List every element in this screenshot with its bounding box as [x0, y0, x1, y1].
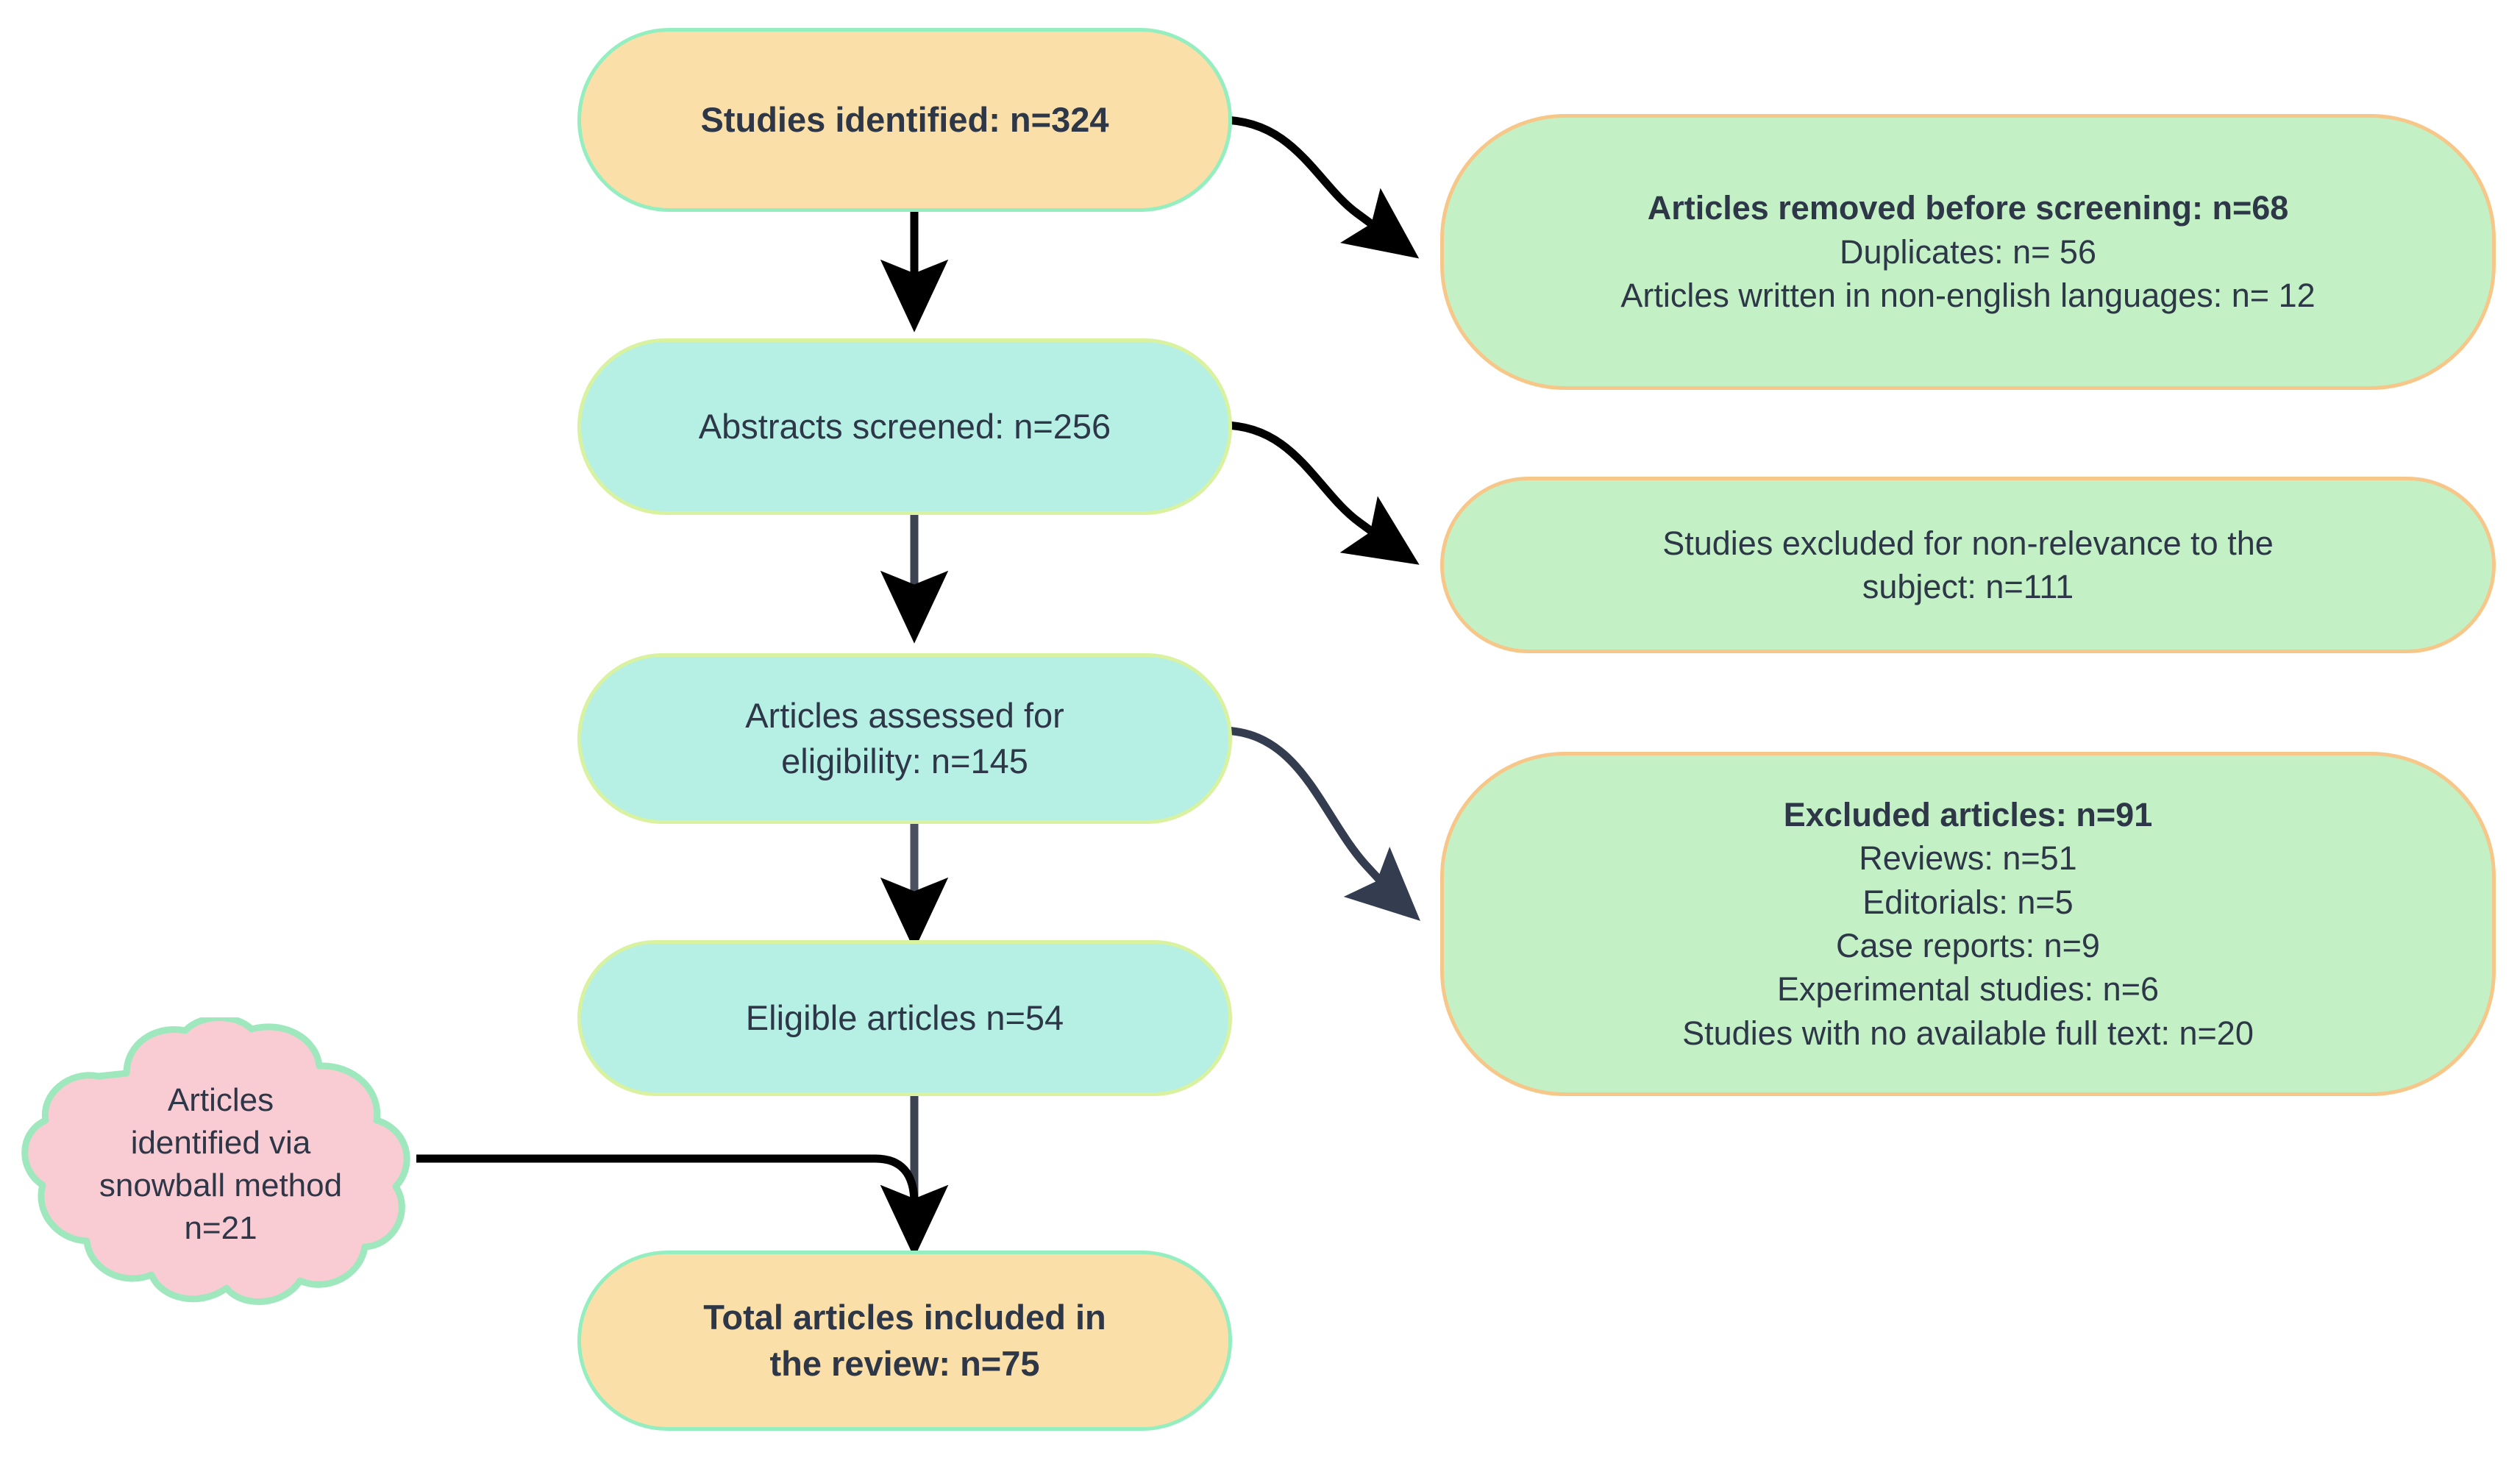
- node-articles-removed-heading: Articles removed before screening: n=68: [1647, 189, 2289, 227]
- node-excluded-articles-line-2: Editorials: n=5: [1862, 883, 2074, 921]
- edge-identified-to-removed: [1217, 115, 1420, 259]
- node-snowball-cloud[interactable]: Articles identified via snowball method …: [15, 1017, 427, 1312]
- edge-screened-to-nonrelevance: [1218, 421, 1420, 565]
- node-eligible-articles[interactable]: Eligible articles n=54: [577, 940, 1232, 1096]
- node-abstracts-screened-label: Abstracts screened: n=256: [698, 406, 1111, 446]
- node-snowball-label: Articles identified via snowball method …: [99, 1081, 343, 1247]
- node-excluded-articles-heading: Excluded articles: n=91: [1783, 795, 2153, 833]
- node-articles-assessed-label: Articles assessed for eligibility: n=145: [745, 695, 1064, 780]
- node-articles-removed-line-1: Duplicates: n= 56: [1840, 232, 2096, 271]
- node-excluded-articles[interactable]: Excluded articles: n=91 Reviews: n=51 Ed…: [1440, 752, 2496, 1096]
- node-articles-removed-before-screening[interactable]: Articles removed before screening: n=68 …: [1440, 114, 2496, 390]
- edge-snowball-to-included: [416, 1154, 949, 1258]
- node-studies-excluded-nonrelevance[interactable]: Studies excluded for non-relevance to th…: [1440, 477, 2496, 653]
- node-excluded-articles-line-3: Case reports: n=9: [1836, 927, 2100, 964]
- node-studies-identified-label: Studies identified: n=324: [700, 99, 1109, 139]
- node-total-articles-included-label: Total articles included in the review: n…: [703, 1298, 1106, 1383]
- node-excluded-articles-line-4: Experimental studies: n=6: [1776, 970, 2160, 1009]
- node-total-articles-included[interactable]: Total articles included in the review: n…: [577, 1251, 1232, 1431]
- node-excluded-articles-line-1: Reviews: n=51: [1859, 839, 2077, 878]
- node-studies-excluded-nonrelevance-line-2: subject: n=111: [1862, 568, 2074, 605]
- node-studies-identified[interactable]: Studies identified: n=324: [577, 28, 1232, 212]
- node-abstracts-screened[interactable]: Abstracts screened: n=256: [577, 338, 1232, 515]
- node-articles-removed-line-2: Articles written in non-english language…: [1620, 277, 2316, 315]
- node-eligible-articles-label: Eligible articles n=54: [745, 998, 1064, 1037]
- node-studies-excluded-nonrelevance-line-1: Studies excluded for non-relevance to th…: [1662, 524, 2274, 562]
- edge-assessed-to-excluded: [1217, 726, 1420, 921]
- node-excluded-articles-line-5: Studies with no available full text: n=2…: [1682, 1014, 2254, 1052]
- cloud-shape: [21, 1017, 410, 1305]
- node-articles-assessed-for-eligibility[interactable]: Articles assessed for eligibility: n=145: [577, 653, 1232, 824]
